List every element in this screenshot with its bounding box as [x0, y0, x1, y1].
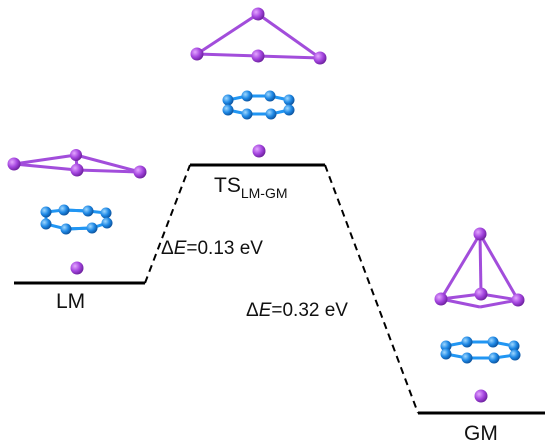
ts-label: TSLM-GM: [214, 174, 288, 201]
delta-e-lm-ts: ΔE=0.13 eV: [161, 238, 263, 259]
delta-e-ts-gm: ΔE=0.32 eV: [246, 300, 348, 321]
ts-gm-connector: [324, 164, 419, 414]
lm-top-ring: [13, 153, 141, 174]
lm-blue-ring: [44, 208, 109, 231]
gm-label: GM: [464, 422, 498, 445]
lm-label: LM: [56, 290, 85, 313]
gm-cluster: [434, 227, 525, 403]
gm-blue-ring: [444, 340, 517, 360]
ts-cluster: [190, 7, 327, 158]
ts-label-main: TS: [214, 174, 241, 197]
lm-cluster: [7, 149, 147, 275]
ts-label-subscript: LM-GM: [241, 185, 288, 201]
ts-blue-ring: [226, 94, 291, 116]
lm-ts-connector: [144, 164, 191, 284]
